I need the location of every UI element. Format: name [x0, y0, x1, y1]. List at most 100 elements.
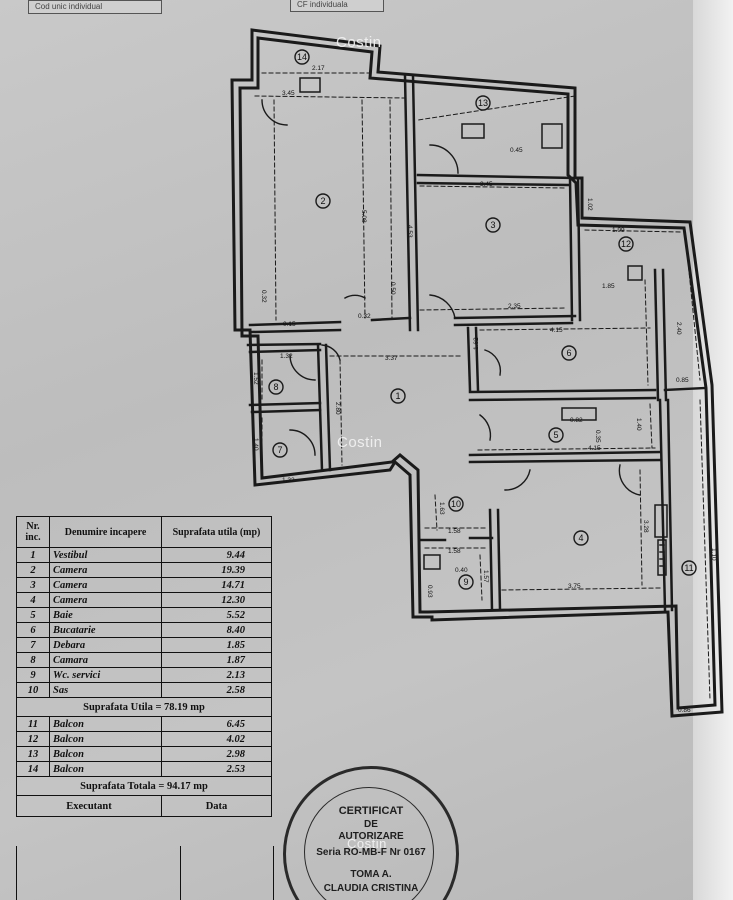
dim-label: 4.15: [588, 445, 601, 452]
cell-name: Balcon: [49, 746, 162, 762]
cell-area: 4.02: [161, 731, 272, 747]
room-number-1: 1: [395, 391, 400, 401]
dim-label: 1.10: [710, 548, 717, 561]
cell-name: Wc. servici: [49, 667, 162, 683]
dim-label: 1.02: [586, 198, 593, 211]
dim-label: 4.15: [550, 327, 563, 334]
cell-area: 1.85: [161, 637, 272, 653]
room-number-8: 8: [273, 382, 278, 392]
room-number-3: 3: [490, 220, 495, 230]
room-number-11: 11: [684, 563, 693, 573]
room-number-5: 5: [553, 430, 558, 440]
cell-area: 12.30: [161, 592, 272, 608]
cell-nr: 12: [16, 731, 50, 747]
cell-name: Balcon: [49, 761, 162, 777]
dim-label: 4.53: [406, 225, 413, 238]
useful-total-row: Suprafata Utila = 78.19 mp: [16, 697, 272, 717]
stamp-name-2: CLAUDIA CRISTINA: [323, 883, 419, 894]
cell-nr: 10: [16, 682, 50, 698]
stamp-inner-ring: [304, 787, 434, 900]
header-cell-cf-label: CF individuala: [297, 0, 348, 9]
dim-label: 1.32: [282, 477, 295, 484]
header-cell-cf: CF individuala: [290, 0, 384, 12]
room-number-12: 12: [621, 239, 631, 249]
cell-nr: 4: [16, 592, 50, 608]
dimension-labels: 2.17 3.45 0.45 3.45 5.08 4.53 0.32 0.15 …: [252, 65, 717, 714]
grand-total-row: Suprafata Totala = 94.17 mp: [16, 776, 272, 796]
dim-label: 1.58: [448, 548, 461, 555]
dim-label: 0.40: [455, 567, 468, 574]
dim-label: 0.82: [570, 417, 583, 424]
cell-name: Sas: [49, 682, 162, 698]
stamp-serie: Seria RO-MB-F Nr 0167: [316, 847, 426, 858]
fixtures: [299, 77, 668, 576]
dim-label: 3.75: [568, 583, 581, 590]
cell-nr: 8: [16, 652, 50, 668]
cell-area: 14.71: [161, 577, 272, 593]
room-number-circles: [268, 49, 697, 590]
header-cell-cod-label: Cod unic individual: [35, 2, 103, 11]
dim-label: 0.15: [283, 321, 296, 328]
cell-area: 5.52: [161, 607, 272, 623]
interior-walls: [246, 74, 707, 612]
cell-nr: 1: [16, 547, 50, 563]
dim-label: 1.52: [252, 372, 259, 385]
executant-row: Executant Data: [16, 795, 272, 817]
dim-label: 1.63: [438, 502, 445, 515]
dim-label: 1.57: [482, 570, 489, 583]
cell-nr: 3: [16, 577, 50, 593]
cell-name: Baie: [49, 607, 162, 623]
stamp-de: DE: [364, 819, 378, 830]
cell-area: 8.40: [161, 622, 272, 638]
cell-name: Balcon: [49, 716, 162, 732]
dim-label: 1.32: [280, 353, 293, 360]
room-number-2: 2: [320, 196, 325, 206]
signature-area: [16, 846, 274, 900]
room-number-10: 10: [451, 499, 461, 509]
stamp-title: CERTIFICAT: [338, 805, 404, 817]
cell-nr: 2: [16, 562, 50, 578]
dim-label: 0.35: [594, 430, 601, 443]
cell-nr: 7: [16, 637, 50, 653]
dim-label: 0.32: [260, 290, 267, 303]
dim-label: 1.62: [473, 337, 480, 350]
cell-area: 2.98: [161, 746, 272, 762]
dim-label: 3.45: [480, 181, 493, 188]
room-number-labels: 1 2 3 4 5 6 7 8 9 10 11 12 13 14: [273, 52, 693, 587]
cell-nr: 11: [16, 716, 50, 732]
dim-label: 1.40: [635, 418, 642, 431]
cell-name: Camera: [49, 562, 162, 578]
cell-name: Camara: [49, 652, 162, 668]
room-number-9: 9: [463, 577, 468, 587]
room-number-14: 14: [297, 52, 307, 62]
cell-nr: 13: [16, 746, 50, 762]
cell-name: Bucatarie: [49, 622, 162, 638]
cell-name: Vestibul: [49, 547, 162, 563]
cell-nr: 14: [16, 761, 50, 777]
cell-area: 1.87: [161, 652, 272, 668]
executant-label: Executant: [16, 795, 162, 817]
room-number-4: 4: [578, 533, 583, 543]
cell-nr: 9: [16, 667, 50, 683]
cell-nr: 6: [16, 622, 50, 638]
dim-label: 5.08: [360, 210, 367, 223]
cell-name: Debara: [49, 637, 162, 653]
cell-name: Balcon: [49, 731, 162, 747]
room-number-6: 6: [566, 348, 571, 358]
outer-walls: [230, 28, 724, 718]
room-area-table: Nr. inc. Denumire incapere Suprafata uti…: [16, 516, 272, 817]
grand-total: Suprafata Totala = 94.17 mp: [16, 776, 272, 796]
room-number-13: 13: [478, 98, 488, 108]
cell-name: Camera: [49, 577, 162, 593]
dim-label: 1.58: [448, 528, 461, 535]
col-area-header: Suprafata utila (mp): [161, 516, 272, 548]
